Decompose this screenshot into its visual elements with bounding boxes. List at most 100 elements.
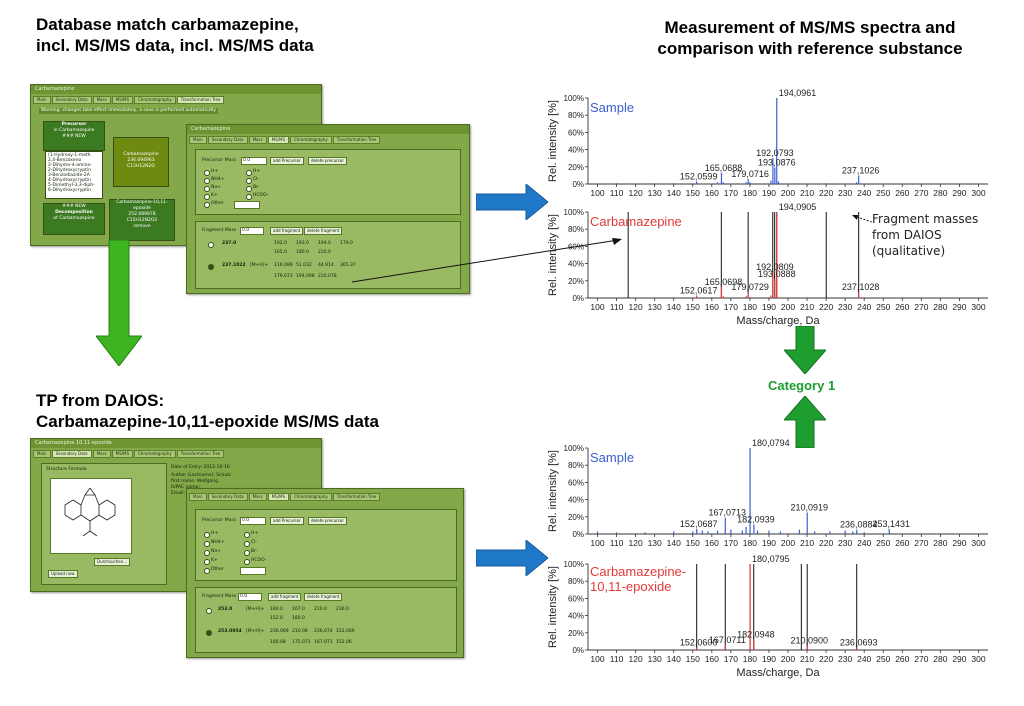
x-tick-label: 220 <box>819 302 833 312</box>
adduct-radio[interactable] <box>246 170 252 176</box>
tab-chromatography[interactable]: Chromatography <box>133 450 176 458</box>
compound-box[interactable]: Carbamazepine 236.094963 C15H12N2O <box>113 137 169 187</box>
tab-mass[interactable]: Mass <box>248 136 267 144</box>
adduct-label: H+ <box>251 531 259 536</box>
other-adduct-input[interactable] <box>234 201 260 209</box>
box-line: 252.089878 <box>128 212 156 217</box>
tab-secondary[interactable]: Secondary Data <box>51 96 92 104</box>
panel-name: Carbamazepine <box>590 214 682 229</box>
tab-secondary[interactable]: Secondary Data <box>51 450 92 458</box>
browse-button[interactable]: Durchsuchen... <box>94 558 131 566</box>
tab-transformation-tree[interactable]: Transformation Tree <box>176 96 225 104</box>
list-item[interactable]: 5-Dimethyl-3,3-diph- <box>48 183 95 188</box>
fragment-row-radio[interactable] <box>208 264 214 270</box>
add-fragment-button[interactable]: add fragment <box>270 227 304 235</box>
fragment-row-radio[interactable] <box>206 630 212 636</box>
y-tick-label: 0% <box>572 180 584 189</box>
list-item[interactable]: 6-Dihydroxycryptin <box>48 188 91 193</box>
adduct-radio[interactable] <box>204 170 210 176</box>
upload-button[interactable]: Upload now <box>48 570 78 578</box>
adduct-radio[interactable] <box>204 532 210 538</box>
tab-main[interactable]: Main <box>33 96 51 104</box>
tab-msms[interactable]: MS/MS <box>267 136 289 144</box>
peak-label: 152,0687 <box>680 519 718 529</box>
tab-chromatography[interactable]: Chromatography <box>289 136 332 144</box>
tab-secondary[interactable]: Secondary Data <box>207 136 248 144</box>
list-item[interactable]: 2-Dihydro-4-amino- <box>48 163 92 168</box>
y-axis-label: Rel. intensity [%] <box>547 450 559 532</box>
epoxide-box[interactable]: Carbamazepine-10,11- epoxide 252.089878 … <box>109 199 175 241</box>
delete-precursor-button[interactable]: delete precursor <box>308 157 347 165</box>
x-tick-label: 180 <box>743 302 757 312</box>
list-item[interactable]: 4-Dihydroxycryptin <box>48 178 91 183</box>
adduct-radio[interactable] <box>244 559 250 565</box>
adduct-label: H+ <box>211 169 219 174</box>
adduct-radio[interactable] <box>246 194 252 200</box>
peak-label: 237,1028 <box>842 282 880 292</box>
adduct-radio[interactable] <box>244 532 250 538</box>
delete-precursor-button[interactable]: delete precursor <box>308 517 347 525</box>
list-item[interactable]: (1-Hydroxy-1-meth <box>48 153 91 158</box>
x-tick-label: 190 <box>762 654 776 664</box>
list-item[interactable]: 2,4-Benzoxeno <box>48 158 82 163</box>
fragment-input[interactable]: 0.0 <box>240 227 264 235</box>
precursor-input[interactable]: 0.0 <box>240 517 266 525</box>
adduct-radio[interactable] <box>204 202 210 208</box>
tab-secondary[interactable]: Secondary Data <box>207 493 248 501</box>
other-adduct-input[interactable] <box>240 567 266 575</box>
fragment-note: Fragment masses from DAIOS (qualitative) <box>872 211 978 259</box>
precursor-box[interactable]: Precursor in Carbamazepine ### NEW <box>43 121 105 151</box>
x-tick-label: 140 <box>667 302 681 312</box>
tab-chromatography[interactable]: Chromatography <box>133 96 176 104</box>
delete-fragment-button[interactable]: delete fragment <box>304 227 343 235</box>
peak-label: 179,0716 <box>731 169 769 179</box>
delete-fragment-button[interactable]: delete fragment <box>304 593 343 601</box>
tab-transformation-tree[interactable]: Transformation Tree <box>332 493 381 501</box>
tab-msms[interactable]: MS/MS <box>111 96 133 104</box>
adduct-radio[interactable] <box>246 186 252 192</box>
tab-main[interactable]: Main <box>33 450 51 458</box>
tab-mass[interactable]: Mass <box>92 450 111 458</box>
adduct-radio[interactable] <box>204 559 210 565</box>
add-precursor-button[interactable]: add Precursor <box>270 157 304 165</box>
adduct-radio[interactable] <box>204 178 210 184</box>
tab-msms[interactable]: MS/MS <box>111 450 133 458</box>
precursor-list[interactable]: (1-Hydroxy-1-meth 2,4-Benzoxeno 2-Dihydr… <box>45 151 103 199</box>
fragment-value-cell: 165.0 <box>274 250 287 255</box>
list-item[interactable]: 2-Dihydroxycryptin <box>48 168 91 173</box>
tab-mass[interactable]: Mass <box>248 493 267 501</box>
x-tick-label: 280 <box>933 188 947 198</box>
fragment-row-radio[interactable] <box>206 608 212 614</box>
adduct-radio[interactable] <box>204 194 210 200</box>
tab-msms[interactable]: MS/MS <box>267 493 289 501</box>
add-precursor-button[interactable]: add Precursor <box>270 517 304 525</box>
tab-main[interactable]: Main <box>189 493 207 501</box>
adduct-radio[interactable] <box>204 550 210 556</box>
precursor-input[interactable]: 0.0 <box>241 157 267 165</box>
note-line: (qualitative) <box>872 244 946 258</box>
adduct-radio[interactable] <box>204 186 210 192</box>
adduct-radio[interactable] <box>246 178 252 184</box>
list-item[interactable]: 3-Benzodiazide-2A <box>48 173 90 178</box>
tab-mass[interactable]: Mass <box>92 96 111 104</box>
y-axis-label: Rel. intensity [%] <box>547 566 559 648</box>
adduct-radio[interactable] <box>244 550 250 556</box>
fragment-value-cell: 365.37 <box>340 263 356 268</box>
adduct-radio[interactable] <box>244 541 250 547</box>
tab-transformation-tree[interactable]: Transformation Tree <box>176 450 225 458</box>
tab-bar: Main Secondary Data Mass MS/MS Chromatog… <box>187 134 469 144</box>
adduct-label: K+ <box>211 558 218 563</box>
add-fragment-button[interactable]: add fragment <box>268 593 302 601</box>
x-tick-label: 140 <box>667 538 681 548</box>
date-of-entry: Date of Entry: 2012-10-16 <box>171 465 230 470</box>
y-tick-label: 0% <box>572 646 584 655</box>
adduct-radio[interactable] <box>204 541 210 547</box>
fragment-row-radio[interactable] <box>208 242 214 248</box>
tab-chromatography[interactable]: Chromatography <box>289 493 332 501</box>
adduct-radio[interactable] <box>204 568 210 574</box>
tab-main[interactable]: Main <box>189 136 207 144</box>
fragment-value-cell: 194.0 <box>318 241 331 246</box>
tab-transformation-tree[interactable]: Transformation Tree <box>332 136 381 144</box>
decomposition-box[interactable]: ### NEW Decomposition of Carbamazepine <box>43 203 105 235</box>
fragment-input[interactable]: 0.0 <box>238 593 262 601</box>
